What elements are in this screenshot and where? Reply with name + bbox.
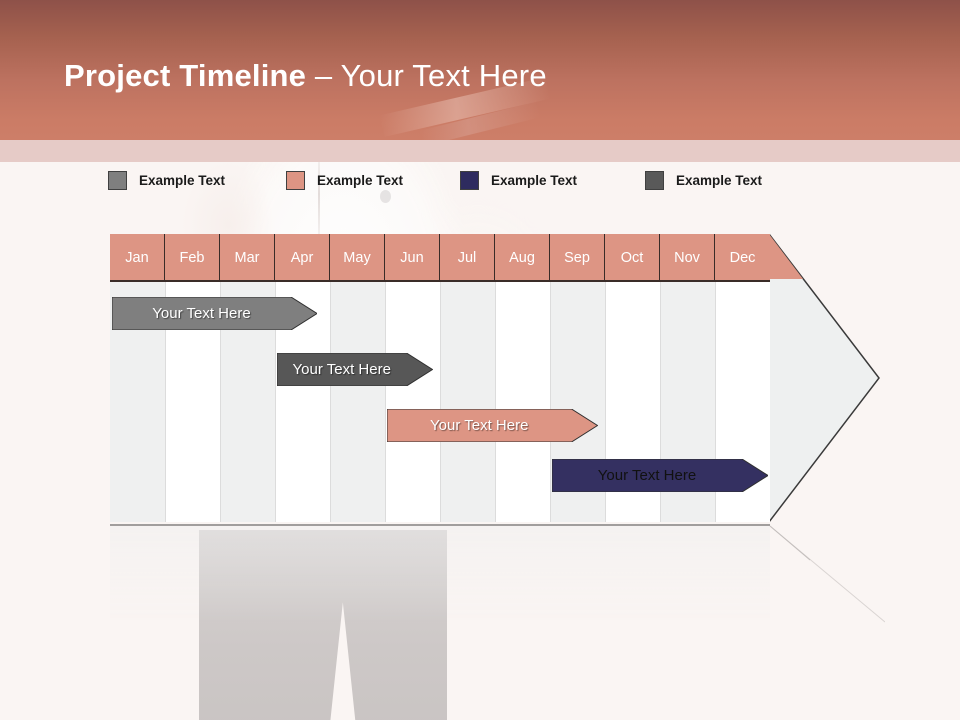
column-divider [275,234,276,522]
legend-swatch-icon [460,170,479,190]
background-person-legs [199,530,447,720]
legend-item-4[interactable]: Example Text [645,166,762,194]
legend-item-1[interactable]: Example Text [108,166,225,194]
legend-swatch-icon [108,170,127,190]
task-bar-label: Your Text Here [597,467,697,484]
month-header-nov[interactable]: Nov [660,234,715,281]
task-bar-4[interactable]: Your Text Here [552,459,768,492]
chart-column-jan [110,234,165,522]
chart-column-aug [495,234,550,522]
task-bar-shape [277,353,433,386]
month-header-apr[interactable]: Apr [275,234,330,281]
month-header-sep[interactable]: Sep [550,234,605,281]
legend: Example Text Example Text Example Text E… [108,166,828,196]
reflection-body [110,526,770,622]
task-bar-label: Your Text Here [152,305,251,322]
month-header-dec[interactable]: Dec [715,234,770,281]
legend-swatch-icon [286,170,305,190]
page-title: Project Timeline – Your Text Here [64,58,547,94]
task-bar-label: Your Text Here [292,361,391,378]
task-bar-shape [387,409,598,442]
chart-column-mar [220,234,275,522]
chart-column-jul [440,234,495,522]
legend-item-label: Example Text [491,172,578,188]
header-accent-strip [0,140,960,162]
column-divider [440,234,441,522]
legend-item-2[interactable]: Example Text [286,166,403,194]
task-bar-2[interactable]: Your Text Here [277,353,433,386]
column-divider [605,234,606,522]
page-title-light: – Your Text Here [306,58,547,93]
column-divider [715,234,716,522]
page-title-strong: Project Timeline [64,58,307,93]
header-band [0,0,960,147]
task-bar-label: Your Text Here [430,417,529,434]
month-header-jun[interactable]: Jun [385,234,440,281]
chart-column-feb [165,234,220,522]
legend-swatch-icon [645,170,664,190]
month-header-jul[interactable]: Jul [440,234,495,281]
task-bar-shape [552,459,768,492]
column-divider [550,234,551,522]
task-bar-3[interactable]: Your Text Here [387,409,598,442]
column-divider [660,234,661,522]
column-divider [165,234,166,522]
legend-item-3[interactable]: Example Text [460,166,577,194]
legend-item-label: Example Text [317,172,404,188]
legend-item-label: Example Text [676,172,763,188]
column-divider [495,234,496,522]
month-header-feb[interactable]: Feb [165,234,220,281]
column-divider [220,234,221,522]
timeline-arrowhead [768,231,881,525]
month-header-underline [110,280,770,282]
reflection-edge [110,524,770,526]
chart-reflection [110,524,885,624]
month-header-may[interactable]: May [330,234,385,281]
task-bar-shape [112,297,317,330]
task-bar-1[interactable]: Your Text Here [112,297,317,330]
legend-item-label: Example Text [139,172,226,188]
month-header-oct[interactable]: Oct [605,234,660,281]
month-header-mar[interactable]: Mar [220,234,275,281]
month-header-jan[interactable]: Jan [110,234,165,281]
month-header-aug[interactable]: Aug [495,234,550,281]
